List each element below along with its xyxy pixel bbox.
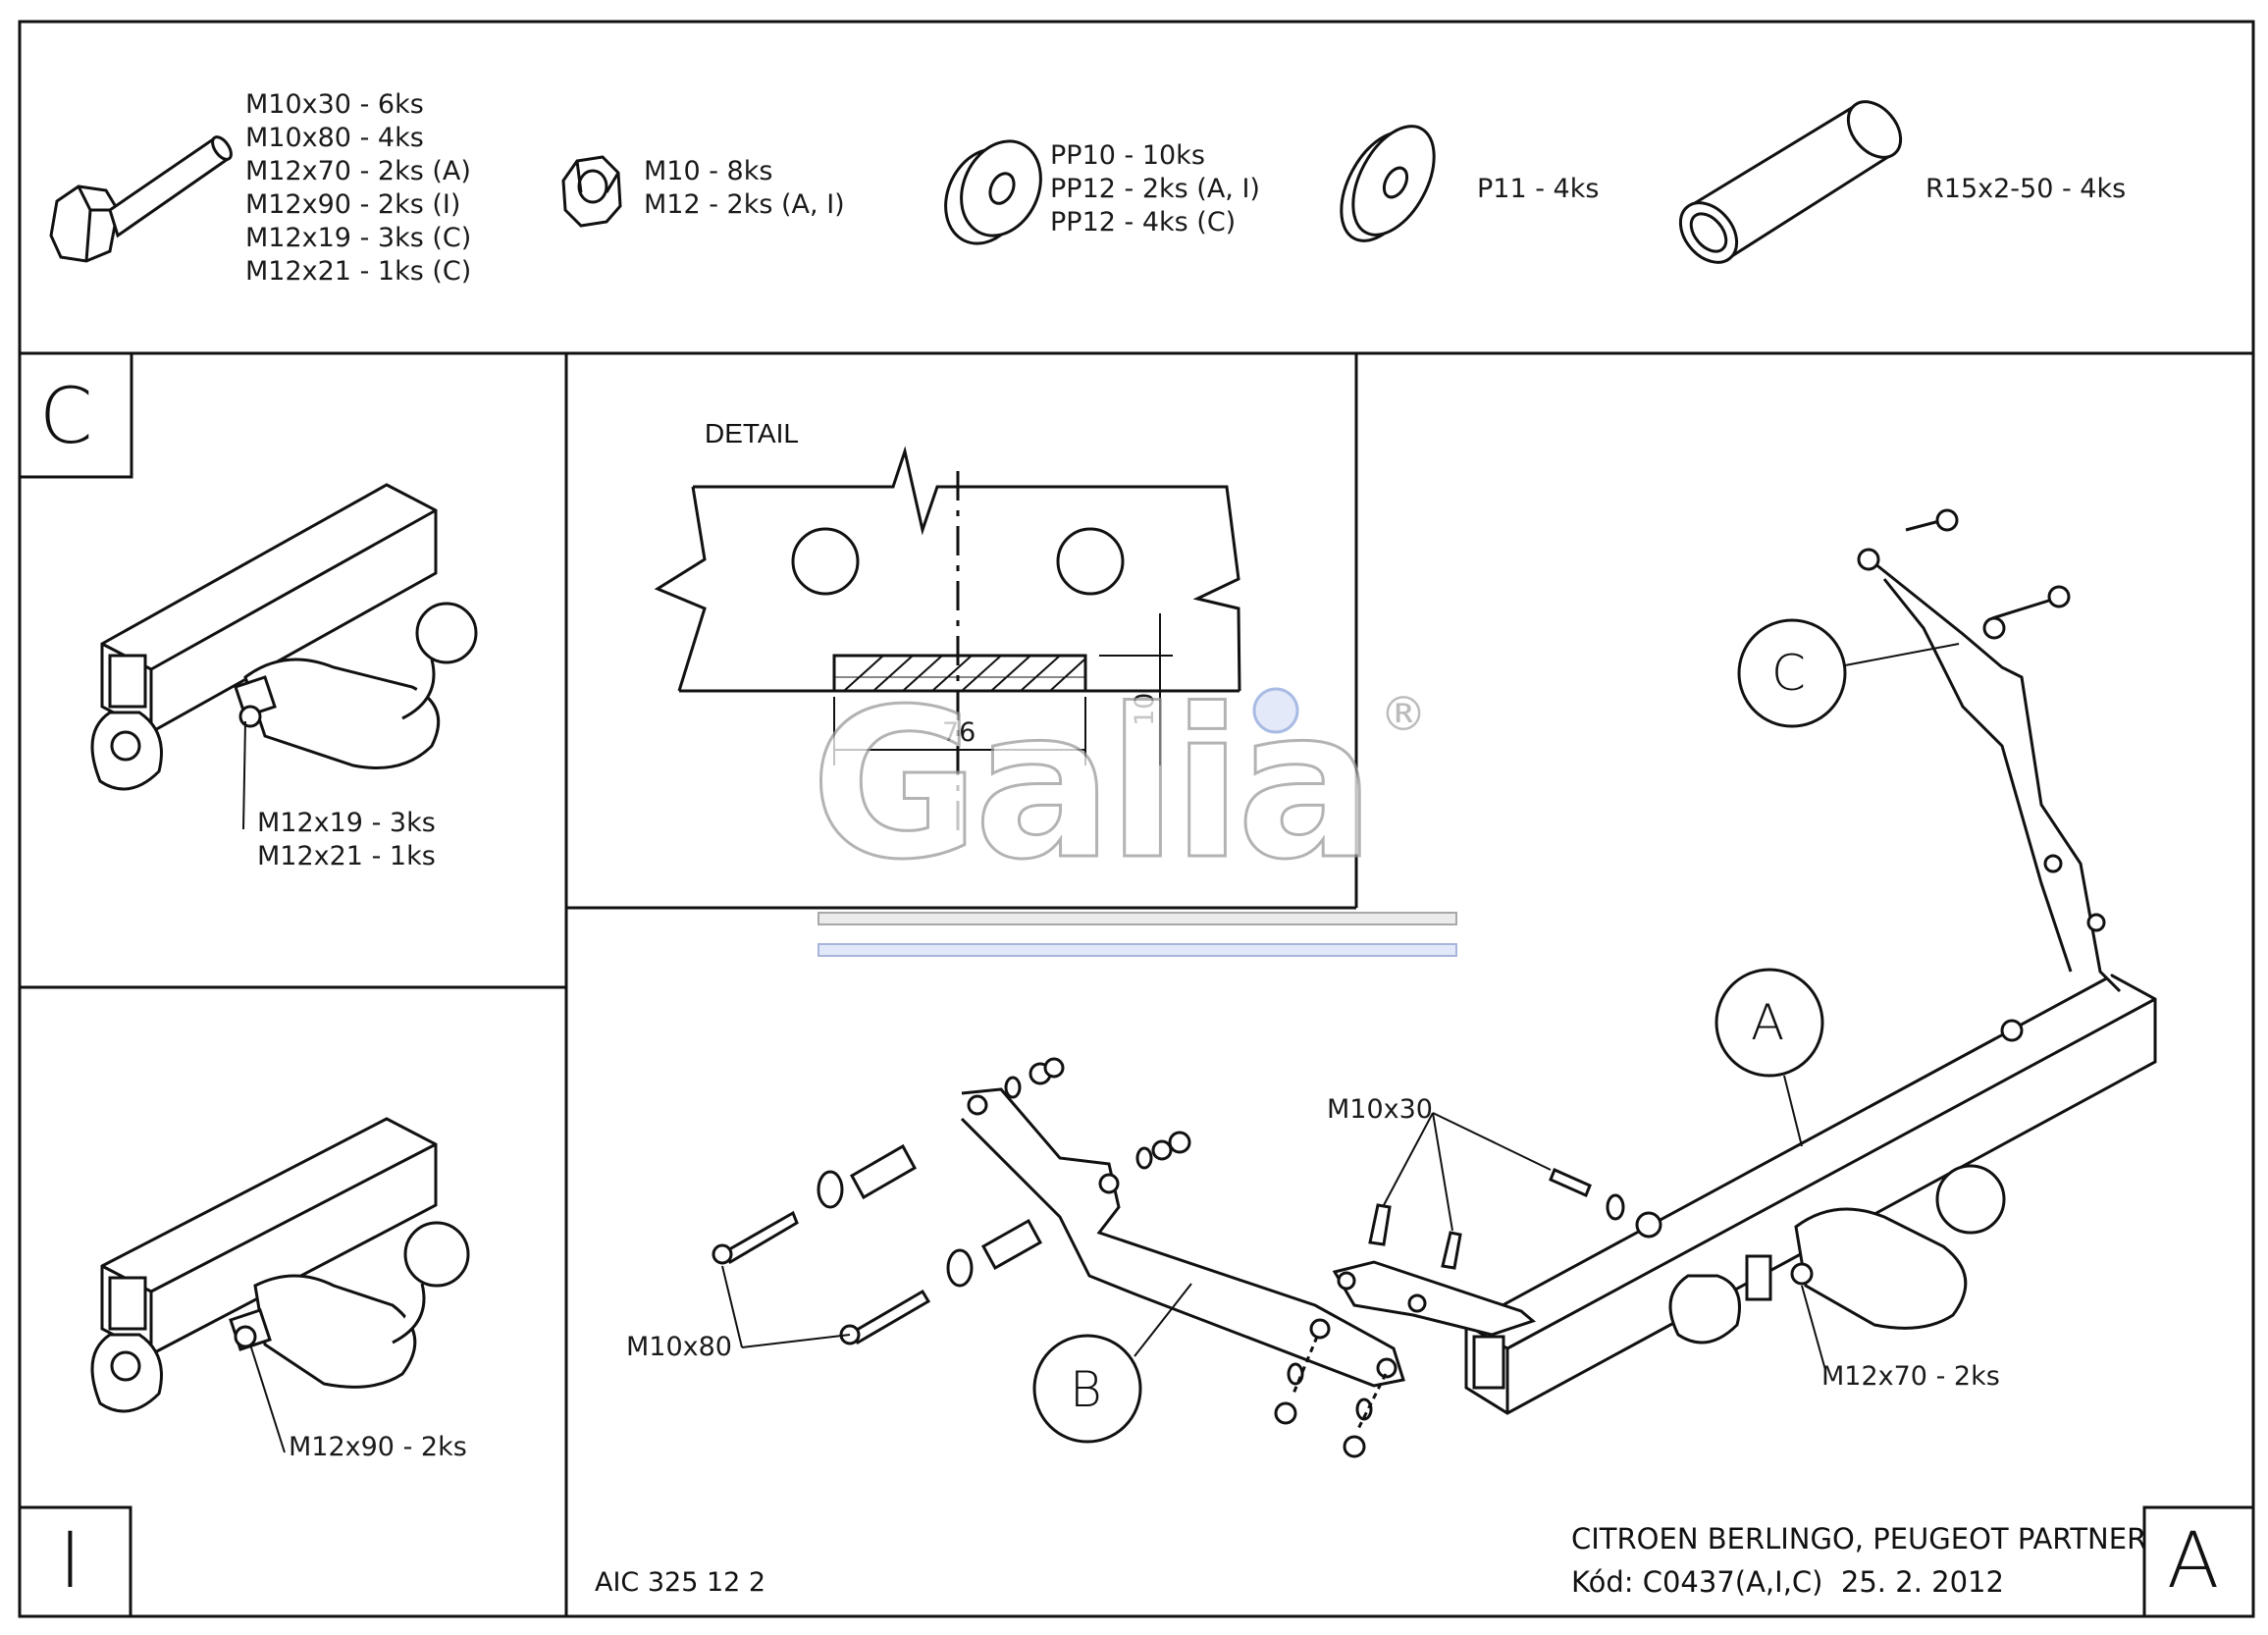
bolt-line: M12x19 - 3ks (C) <box>245 223 472 253</box>
bolt-icon <box>49 134 233 263</box>
nut-line: M10 - 8ks <box>644 156 773 186</box>
outer-frame <box>18 20 2255 1618</box>
panel-i-letter: I <box>59 1517 82 1606</box>
bolt-line: M12x70 - 2ks (A) <box>245 156 471 186</box>
bolt-list: M10x30 - 6ks M10x80 - 4ks M12x70 - 2ks (… <box>245 88 471 289</box>
panel-c-letter: C <box>39 373 93 461</box>
panel-a-letter: A <box>2167 1517 2220 1606</box>
spacer-tube-icon <box>1678 100 1903 264</box>
logo-registered: ® <box>1380 687 1427 742</box>
detail-dim-width: 76 <box>942 717 976 748</box>
bolt-line: M10x80 - 4ks <box>245 123 424 153</box>
bolt-line: M10x30 - 6ks <box>245 89 424 120</box>
washer-p-icon <box>1340 125 1436 242</box>
callout-a-circle <box>1714 968 1824 1078</box>
washer-pp-line: PP12 - 4ks (C) <box>1050 207 1237 237</box>
callout-line: M12x21 - 1ks <box>257 841 436 871</box>
washer-pp-line: PP12 - 2ks (A, I) <box>1050 174 1260 204</box>
label-m12x70: M12x70 - 2ks <box>1821 1361 2000 1392</box>
logo-text: Galia <box>810 664 1378 905</box>
callout-b-circle <box>1032 1334 1142 1444</box>
galia-logo <box>818 687 1457 957</box>
nut-list: M10 - 8ks M12 - 2ks (A, I) <box>644 155 845 222</box>
detail-drawing <box>654 446 1241 834</box>
label-m10x30: M10x30 <box>1327 1094 1433 1125</box>
nut-icon <box>561 155 622 228</box>
nut-line: M12 - 2ks (A, I) <box>644 189 845 220</box>
hitch-drawing-c <box>90 483 478 791</box>
bolt-line: M12x90 - 2ks (I) <box>245 189 461 220</box>
hitch-drawing-i <box>90 1117 470 1413</box>
bolt-line: M12x21 - 1ks (C) <box>245 256 472 287</box>
washer-pp-line: PP10 - 10ks <box>1050 140 1205 171</box>
detail-title: DETAIL <box>705 418 799 448</box>
panel-c-callout: M12x19 - 3ks M12x21 - 1ks <box>257 807 436 873</box>
washer-pp-icon <box>944 139 1042 245</box>
panel-i-callout: M12x90 - 2ks <box>289 1432 467 1462</box>
spacer-label: R15x2-50 - 4ks <box>1925 174 2127 204</box>
callout-line: M12x19 - 3ks <box>257 808 436 838</box>
washer-pp-list: PP10 - 10ks PP12 - 2ks (A, I) PP12 - 4ks… <box>1050 139 1260 239</box>
callout-a-label: A <box>1751 994 1785 1051</box>
model-title: CITROEN BERLINGO, PEUGEOT PARTNER <box>1571 1522 2147 1556</box>
drawing-code-left: AIC 325 12 2 <box>595 1567 766 1598</box>
part-code: Kód: C0437(A,I,C) 25. 2. 2012 <box>1571 1565 2004 1599</box>
callout-c-label: C <box>1771 645 1806 702</box>
callout-b-label: B <box>1070 1361 1102 1418</box>
callout-c-circle <box>1737 618 1847 728</box>
main-assembly-drawing <box>712 508 2157 1458</box>
washer-p-label: P11 - 4ks <box>1477 174 1600 204</box>
label-m10x80: M10x80 <box>626 1332 732 1362</box>
